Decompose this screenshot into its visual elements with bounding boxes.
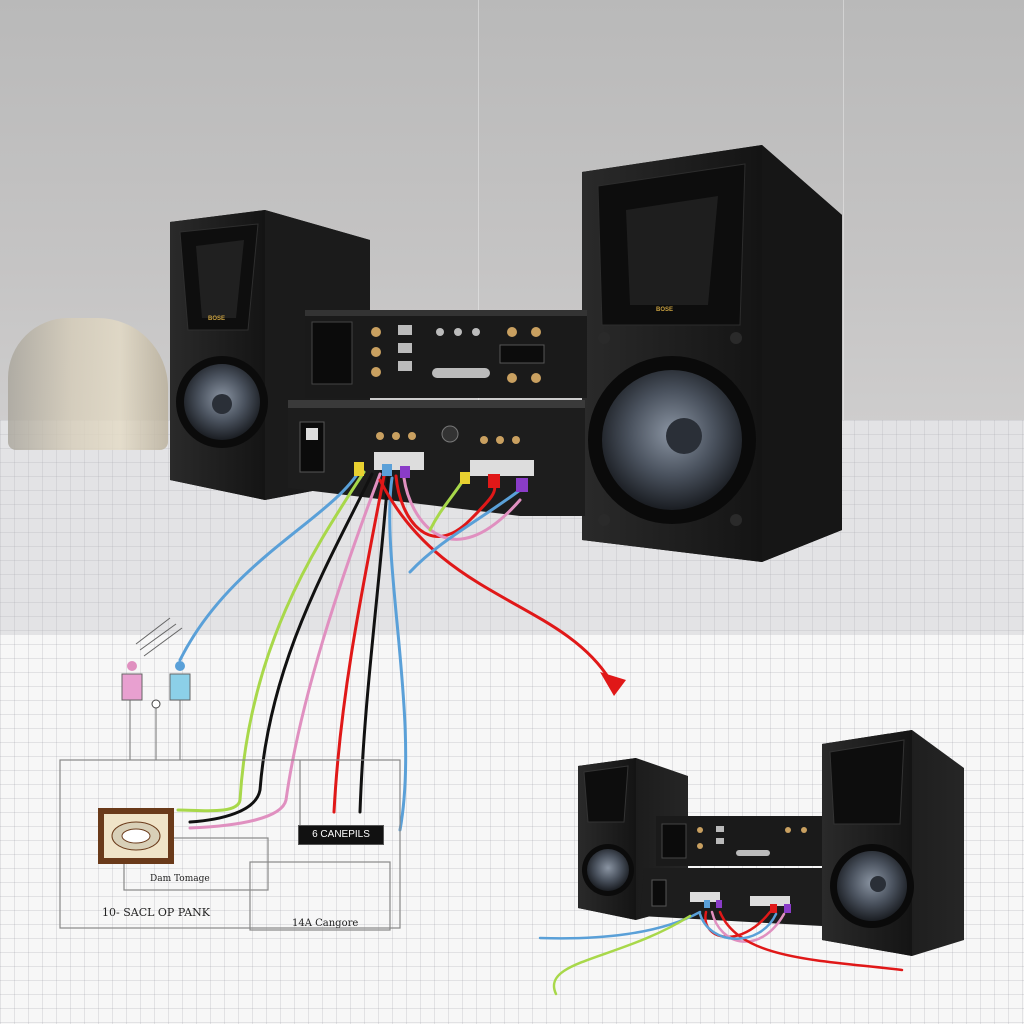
arrow-icon — [600, 672, 626, 696]
lower-receiver — [288, 400, 585, 516]
main-wiring — [176, 468, 612, 832]
small-right-speaker — [822, 730, 964, 956]
wall-seam — [843, 0, 844, 440]
chip-icon — [98, 808, 174, 864]
panel-upper-label: Dam Tomage — [150, 874, 210, 884]
pin-connectors — [121, 617, 191, 709]
right-speaker — [582, 145, 842, 562]
wall-seam — [478, 0, 479, 440]
brand-mark: BOSE — [656, 307, 674, 313]
small-receiver — [640, 868, 822, 926]
small-wiring — [538, 910, 904, 996]
connector-icon — [354, 462, 528, 492]
center-tag-label: 6 CANEPILS — [298, 825, 384, 845]
small-amplifier — [656, 816, 822, 866]
brand-mark: BOSE — [208, 316, 226, 322]
schematic-lines — [59, 700, 401, 931]
background-object — [8, 318, 168, 450]
upper-amplifier — [305, 310, 587, 398]
panel-left-label: 10- SACL OP PANK — [102, 906, 211, 919]
panel-right-label: 14A Cangore — [292, 918, 359, 929]
